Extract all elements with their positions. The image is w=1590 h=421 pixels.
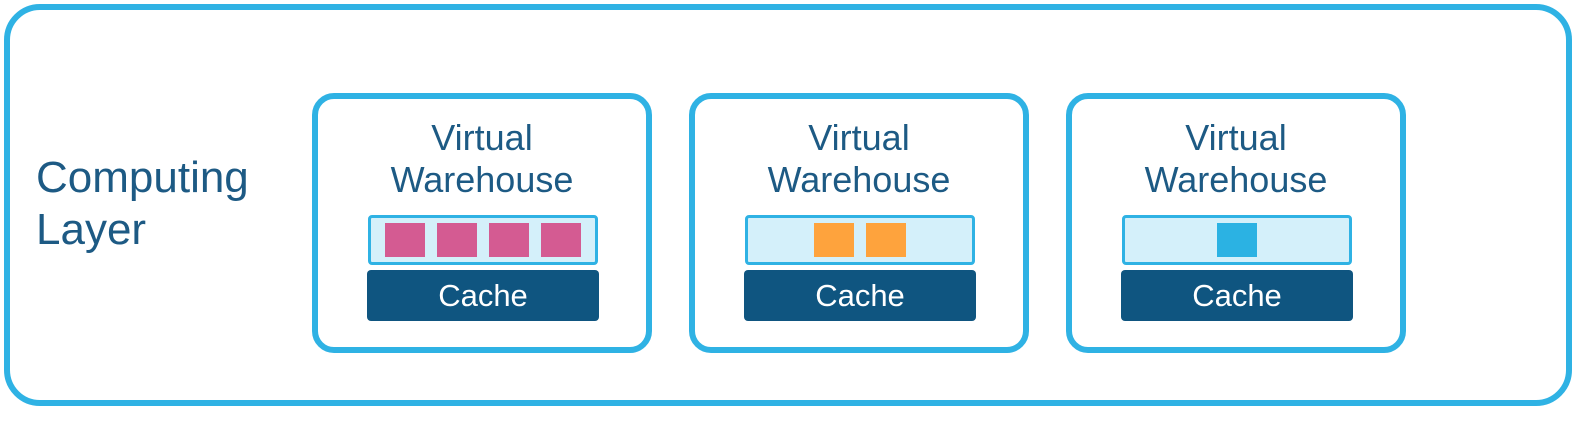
warehouse-title-line1: Virtual	[431, 117, 533, 158]
compute-block	[385, 223, 425, 257]
warehouse-title: Virtual Warehouse	[1072, 117, 1400, 201]
computing-layer-container	[4, 4, 1572, 406]
warehouse-compute-bar	[745, 215, 975, 265]
compute-block	[489, 223, 529, 257]
warehouse-title-line2: Warehouse	[767, 159, 951, 200]
virtual-warehouse-2: Virtual Warehouse Cache	[689, 93, 1029, 353]
compute-block	[1217, 223, 1257, 257]
warehouse-title: Virtual Warehouse	[318, 117, 646, 201]
compute-block	[437, 223, 477, 257]
warehouse-compute-bar	[1122, 215, 1352, 265]
warehouse-title-line1: Virtual	[808, 117, 910, 158]
cache-box: Cache	[1121, 270, 1353, 321]
compute-block	[541, 223, 581, 257]
warehouse-title-line2: Warehouse	[390, 159, 574, 200]
warehouse-title-line1: Virtual	[1185, 117, 1287, 158]
compute-block	[814, 223, 854, 257]
layer-title-line2: Layer	[36, 205, 147, 254]
compute-block	[866, 223, 906, 257]
computing-layer-title: Computing Layer	[36, 152, 249, 256]
warehouse-compute-bar	[368, 215, 598, 265]
cache-box: Cache	[744, 270, 976, 321]
layer-title-line1: Computing	[36, 153, 249, 202]
warehouse-title: Virtual Warehouse	[695, 117, 1023, 201]
virtual-warehouse-3: Virtual Warehouse Cache	[1066, 93, 1406, 353]
warehouse-title-line2: Warehouse	[1144, 159, 1328, 200]
virtual-warehouse-1: Virtual Warehouse Cache	[312, 93, 652, 353]
cache-box: Cache	[367, 270, 599, 321]
